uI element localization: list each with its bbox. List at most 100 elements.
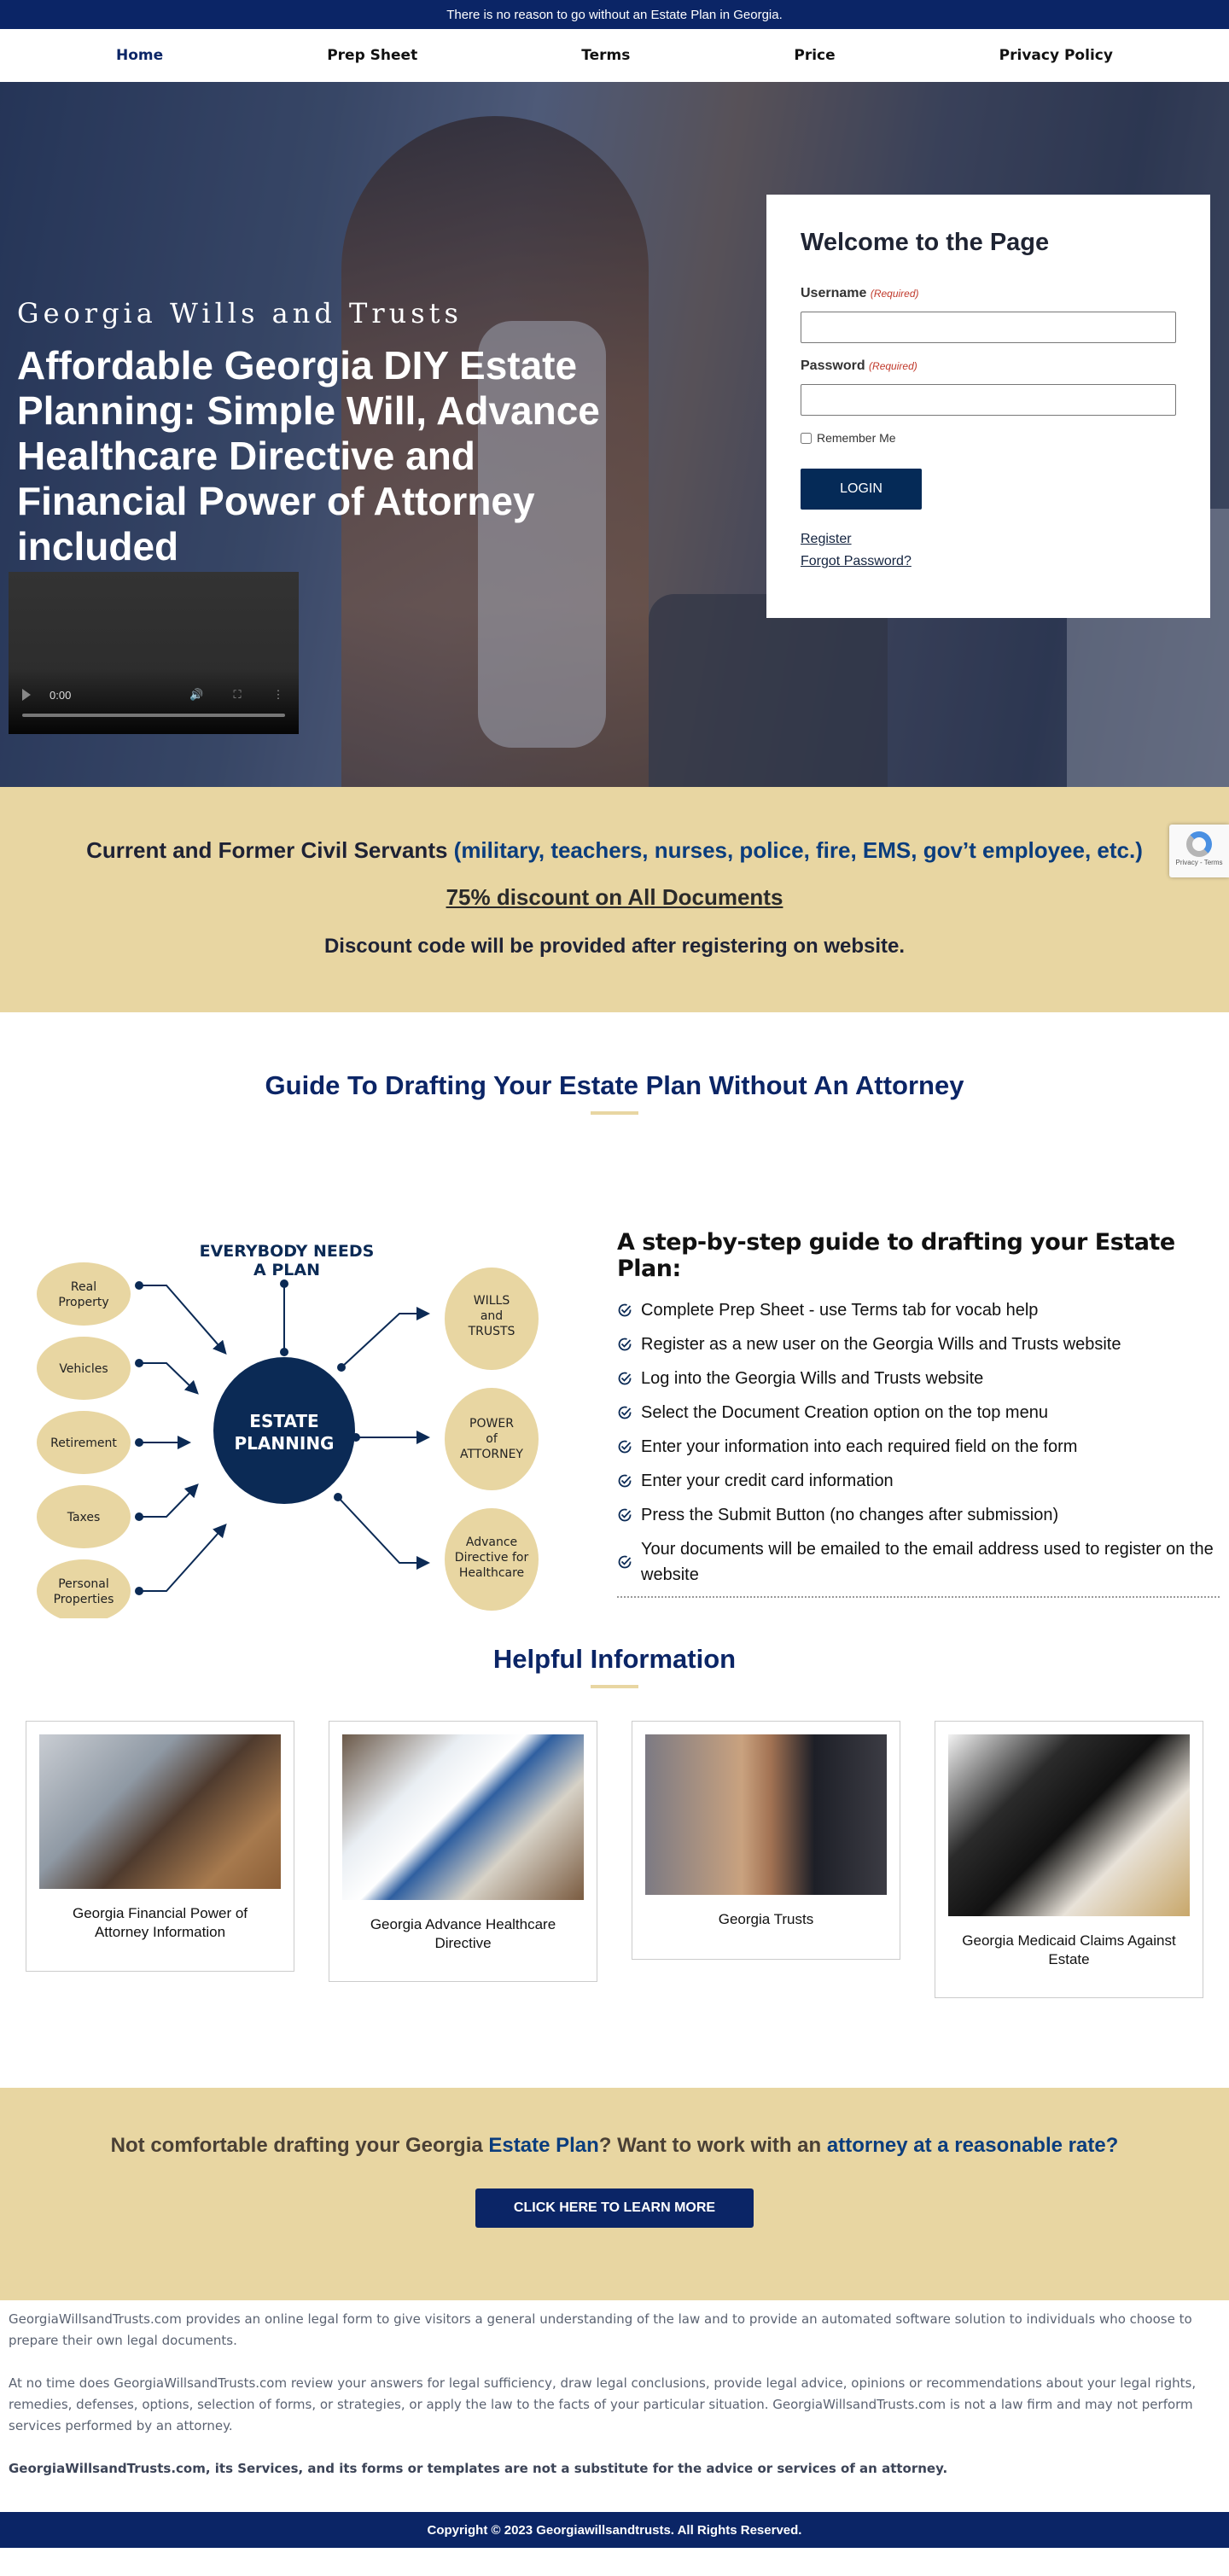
step-item: Log into the Georgia Wills and Trusts we… [617, 1366, 1220, 1391]
estate-planning-diagram: EVERYBODY NEEDS A PLAN ESTATE PLANNING R… [17, 1226, 563, 1623]
attorney-cta-section: Not comfortable drafting your Georgia Es… [0, 2088, 1229, 2300]
steps-heading: A step-by-step guide to drafting your Es… [617, 1229, 1175, 1282]
helpful-info-section: Helpful Information Georgia Financial Po… [0, 1627, 1229, 2088]
nav-home[interactable]: Home [116, 47, 164, 64]
svg-text:of: of [486, 1432, 498, 1446]
steps-section: EVERYBODY NEEDS A PLAN ESTATE PLANNING R… [0, 1217, 1229, 1627]
nav-privacy-policy[interactable]: Privacy Policy [999, 47, 1113, 64]
username-label: Username (Required) [801, 286, 919, 300]
card-caption[interactable]: Georgia Advance Healthcare Directive [370, 1916, 556, 1951]
video-progress-bar[interactable] [22, 714, 285, 717]
cta-text: Not comfortable drafting your Georgia Es… [110, 2134, 1119, 2157]
password-label: Password (Required) [801, 358, 917, 373]
fullscreen-icon[interactable]: ⛶ [233, 688, 242, 701]
hero-section: Georgia Wills and Trusts Affordable Geor… [0, 82, 1229, 787]
svg-text:Taxes: Taxes [67, 1511, 101, 1524]
discount-note: Discount code will be provided after reg… [323, 935, 906, 958]
svg-text:and: and [481, 1309, 503, 1323]
login-button[interactable]: LOGIN [801, 469, 922, 510]
card-image[interactable] [645, 1734, 887, 1895]
svg-text:Vehicles: Vehicles [59, 1362, 108, 1376]
nav-price[interactable]: Price [794, 47, 836, 64]
recaptcha-links[interactable]: Privacy - Terms [1175, 859, 1223, 866]
register-link[interactable]: Register [801, 532, 852, 546]
hero-bg-detail [478, 321, 606, 748]
password-input[interactable] [801, 384, 1176, 416]
svg-text:PLANNING: PLANNING [235, 1433, 335, 1454]
svg-text:Healthcare: Healthcare [459, 1566, 524, 1580]
announcement-text: There is no reason to go without an Esta… [446, 7, 783, 22]
info-card-power-of-attorney[interactable]: Georgia Financial Power of Attorney Info… [26, 1721, 294, 1972]
svg-text:ESTATE: ESTATE [249, 1411, 318, 1431]
info-card-healthcare-directive[interactable]: Georgia Advance Healthcare Directive [329, 1721, 597, 1982]
svg-text:POWER: POWER [469, 1417, 514, 1431]
required-indicator: (Required) [869, 360, 917, 372]
info-card-trusts[interactable]: Georgia Trusts [632, 1721, 900, 1960]
recaptcha-badge[interactable]: Privacy - Terms [1169, 825, 1229, 877]
play-icon[interactable] [22, 689, 31, 701]
disclaimer-notice: GeorgiaWillsandTrusts.com, its Services,… [9, 2461, 948, 2476]
discount-section: Current and Former Civil Servants (milit… [0, 787, 1229, 1012]
volume-icon[interactable]: 🔊 [189, 688, 204, 701]
disclaimer-section: GeorgiaWillsandTrusts.com provides an on… [0, 2300, 1229, 2512]
svg-text:Retirement: Retirement [50, 1437, 117, 1450]
login-card: Welcome to the Page Username (Required) … [766, 195, 1210, 618]
svg-text:Directive for: Directive for [455, 1551, 529, 1565]
guide-header: Guide To Drafting Your Estate Plan Witho… [0, 1012, 1229, 1217]
card-caption[interactable]: Georgia Financial Power of Attorney Info… [72, 1905, 248, 1940]
nav-terms[interactable]: Terms [581, 47, 631, 64]
card-caption[interactable]: Georgia Trusts [718, 1911, 814, 1927]
check-circle-icon [618, 1508, 632, 1522]
remember-me-label[interactable]: Remember Me [817, 431, 896, 445]
card-caption[interactable]: Georgia Medicaid Claims Against Estate [962, 1932, 1176, 1967]
svg-text:Personal: Personal [58, 1577, 109, 1591]
card-image[interactable] [342, 1734, 584, 1900]
svg-text:TRUSTS: TRUSTS [468, 1325, 515, 1338]
svg-text:EVERYBODY NEEDS: EVERYBODY NEEDS [200, 1242, 375, 1261]
check-circle-icon [618, 1440, 632, 1454]
card-image[interactable] [39, 1734, 281, 1889]
video-time: 0:00 [50, 688, 72, 702]
title-underline [591, 1111, 638, 1115]
svg-text:Property: Property [58, 1296, 108, 1309]
steps-list: A step-by-step guide to drafting your Es… [617, 1229, 1220, 1598]
svg-text:Advance: Advance [466, 1536, 517, 1549]
steps-divider [617, 1596, 1220, 1598]
more-options-icon[interactable]: ⋮ [272, 688, 284, 701]
guide-title: Guide To Drafting Your Estate Plan Witho… [265, 1070, 964, 1100]
svg-text:WILLS: WILLS [474, 1294, 510, 1308]
remember-me-checkbox[interactable] [801, 432, 812, 444]
svg-text:Properties: Properties [54, 1593, 114, 1606]
step-item: Press the Submit Button (no changes afte… [617, 1502, 1220, 1528]
check-circle-icon [618, 1406, 632, 1419]
check-circle-icon [618, 1372, 632, 1385]
main-nav: Home Prep Sheet Terms Price Privacy Poli… [0, 29, 1229, 82]
learn-more-button[interactable]: CLICK HERE TO LEARN MORE [475, 2188, 754, 2228]
hero-subtitle: Georgia Wills and Trusts [17, 297, 463, 329]
forgot-password-link[interactable]: Forgot Password? [801, 554, 912, 568]
check-circle-icon [618, 1474, 632, 1488]
disclaimer-paragraph: GeorgiaWillsandTrusts.com provides an on… [9, 2311, 1192, 2348]
video-player[interactable]: 0:00 🔊 ⛶ ⋮ [9, 572, 299, 734]
username-input[interactable] [801, 312, 1176, 343]
remember-me: Remember Me [801, 431, 1176, 445]
nav-prep-sheet[interactable]: Prep Sheet [327, 47, 418, 64]
footer: Copyright © 2023 Georgiawillsandtrusts. … [0, 2512, 1229, 2548]
recaptcha-icon [1186, 831, 1212, 857]
info-cards: Georgia Financial Power of Attorney Info… [0, 1721, 1229, 1998]
disclaimer-paragraph: At no time does GeorgiaWillsandTrusts.co… [9, 2375, 1197, 2433]
step-item: Register as a new user on the Georgia Wi… [617, 1332, 1220, 1357]
check-circle-icon [618, 1555, 632, 1569]
step-item: Select the Document Creation option on t… [617, 1400, 1220, 1425]
card-image[interactable] [948, 1734, 1190, 1916]
svg-text:A PLAN: A PLAN [253, 1261, 320, 1279]
video-controls: 0:00 🔊 ⛶ ⋮ [22, 688, 285, 702]
announcement-bar: There is no reason to go without an Esta… [0, 0, 1229, 29]
step-item: Enter your information into each require… [617, 1434, 1220, 1460]
svg-text:Real: Real [71, 1280, 96, 1294]
step-item: Your documents will be emailed to the em… [617, 1536, 1220, 1588]
title-underline [591, 1685, 638, 1688]
login-title: Welcome to the Page [801, 229, 1050, 256]
info-card-medicaid-claims[interactable]: Georgia Medicaid Claims Against Estate [935, 1721, 1203, 1998]
hero-title: Affordable Georgia DIY Estate Planning: … [17, 343, 600, 568]
